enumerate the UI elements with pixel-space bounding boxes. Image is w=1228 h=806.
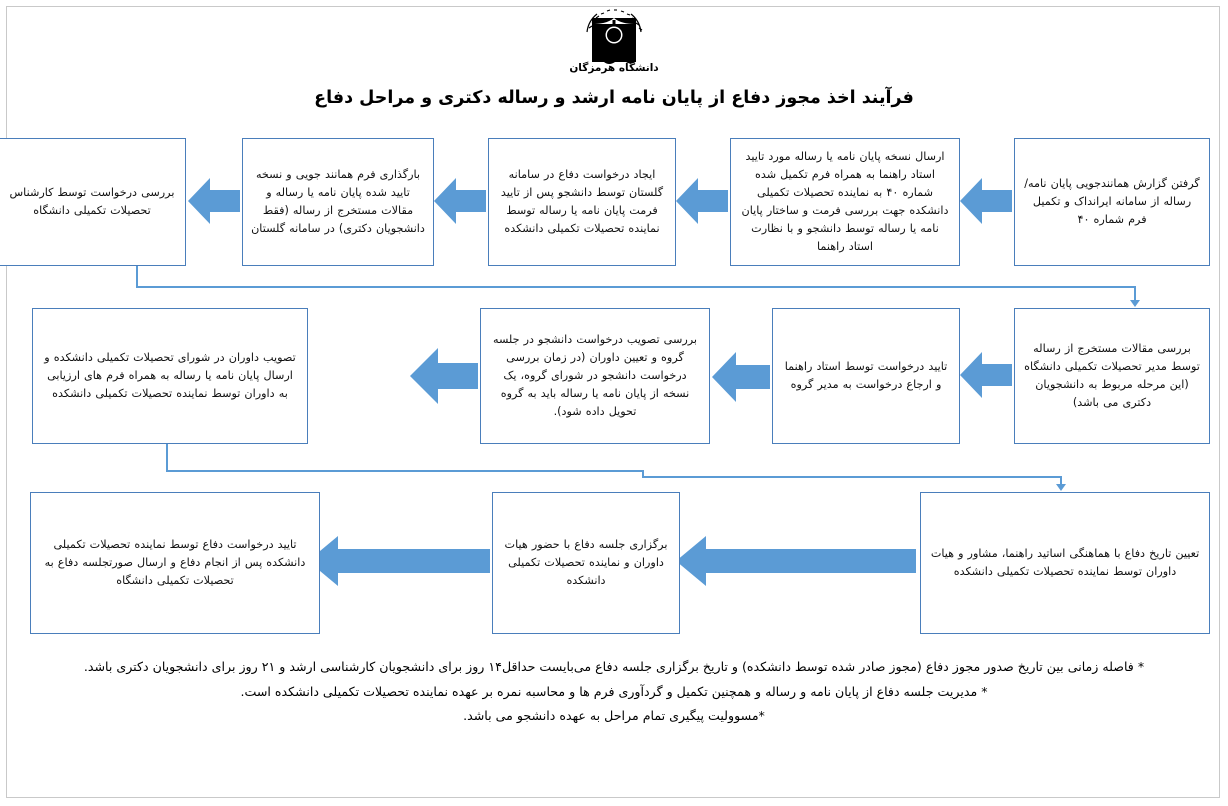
- footnotes: * فاصله زمانی بین تاریخ صدور مجوز دفاع (…: [14, 655, 1214, 729]
- box-group-session-approval[interactable]: بررسی تصویب درخواست دانشجو در جلسه گروه …: [480, 308, 710, 444]
- connector-row2-to-row3: [166, 470, 644, 472]
- footnote-2: * مدیریت جلسه دفاع از پایان نامه و رساله…: [240, 683, 988, 699]
- box-final-confirmation-text: تایید درخواست دفاع توسط نماینده تحصیلات …: [44, 537, 306, 588]
- box-set-defense-date[interactable]: تعیین تاریخ دفاع با هماهنگی اساتید راهنم…: [920, 492, 1210, 634]
- box-send-thesis-copy-text: ارسال نسخه پایان نامه یا رساله مورد تایی…: [741, 149, 949, 254]
- box-hamanandjooi-report[interactable]: گرفتن گزارش همانندجویی پایان نامه/ رساله…: [1014, 138, 1210, 266]
- arrow-step4-to-step5: [188, 178, 240, 224]
- connector-row1-to-row2: [136, 286, 1136, 288]
- box-upload-forms-golestan[interactable]: بارگذاری فرم همانند جویی و نسخه تایید شد…: [242, 138, 434, 266]
- box-supervisor-approval[interactable]: تایید درخواست توسط استاد راهنما و ارجاع …: [772, 308, 960, 444]
- box-hold-defense-session[interactable]: برگزاری جلسه دفاع با حضور هیات داوران و …: [492, 492, 680, 634]
- box-review-extracted-articles[interactable]: بررسی مقالات مستخرج از رساله توسط مدیر ت…: [1014, 308, 1210, 444]
- arrow-step8-to-step9: [410, 348, 478, 404]
- connector-row2-down: [166, 444, 168, 472]
- connector-row3-mid-v: [642, 470, 644, 478]
- box-upload-forms-golestan-text: بارگذاری فرم همانند جویی و نسخه تایید شد…: [251, 167, 425, 236]
- footnote-3: *مسوولیت پیگیری تمام مراحل به عهده دانشج…: [463, 708, 765, 724]
- arrow-step10-to-step11: [676, 536, 916, 586]
- box-final-confirmation[interactable]: تایید درخواست دفاع توسط نماینده تحصیلات …: [30, 492, 320, 634]
- box-send-thesis-copy[interactable]: ارسال نسخه پایان نامه یا رساله مورد تایی…: [730, 138, 960, 266]
- arrow-step1-to-step2: [960, 178, 1012, 224]
- header: دانشگاه هرمزگان: [0, 0, 1228, 82]
- box-review-by-expert-text: بررسی درخواست توسط کارشناس تحصیلات تکمیل…: [9, 185, 175, 217]
- logo-caption: دانشگاه هرمزگان: [569, 62, 659, 74]
- box-hamanandjooi-report-text: گرفتن گزارش همانندجویی پایان نامه/ رساله…: [1024, 176, 1200, 227]
- university-of-hormozgan-logo-icon: [586, 9, 643, 64]
- box-group-session-approval-text: بررسی تصویب درخواست دانشجو در جلسه گروه …: [492, 332, 698, 419]
- box-referees-approval-faculty-text: تصویب داوران در شورای تحصیلات تکمیلی دان…: [44, 350, 296, 401]
- connector-row1-down: [136, 266, 138, 288]
- arrow-step11-to-step12: [308, 536, 490, 586]
- connector-row2-enter-down: [1134, 286, 1136, 302]
- box-create-defense-request-text: ایجاد درخواست دفاع در سامانه گلستان توسط…: [500, 167, 664, 236]
- box-referees-approval-faculty[interactable]: تصویب داوران در شورای تحصیلات تکمیلی دان…: [32, 308, 308, 444]
- box-supervisor-approval-text: تایید درخواست توسط استاد راهنما و ارجاع …: [784, 359, 948, 391]
- connector-arrowhead-row3: [1056, 484, 1066, 491]
- arrow-step6-to-step7: [960, 352, 1012, 398]
- connector-row3-h2: [642, 476, 1062, 478]
- page-title: فرآیند اخذ مجوز دفاع از پایان نامه ارشد …: [314, 88, 914, 108]
- arrow-step2-to-step3: [676, 178, 728, 224]
- university-logo: دانشگاه هرمزگان: [553, 2, 675, 80]
- footnote-1: * فاصله زمانی بین تاریخ صدور مجوز دفاع (…: [83, 659, 1145, 674]
- box-hold-defense-session-text: برگزاری جلسه دفاع با حضور هیات داوران و …: [504, 537, 668, 588]
- box-set-defense-date-text: تعیین تاریخ دفاع با هماهنگی اساتید راهنم…: [930, 546, 1200, 578]
- connector-arrowhead-row2: [1130, 300, 1140, 307]
- box-review-extracted-articles-text: بررسی مقالات مستخرج از رساله توسط مدیر ت…: [1024, 341, 1200, 410]
- box-create-defense-request[interactable]: ایجاد درخواست دفاع در سامانه گلستان توسط…: [488, 138, 676, 266]
- box-review-by-expert[interactable]: بررسی درخواست توسط کارشناس تحصیلات تکمیل…: [0, 138, 186, 266]
- arrow-step7-to-step8: [712, 352, 770, 402]
- arrow-step3-to-step4: [434, 178, 486, 224]
- connector-row3-enter-down: [1060, 476, 1062, 486]
